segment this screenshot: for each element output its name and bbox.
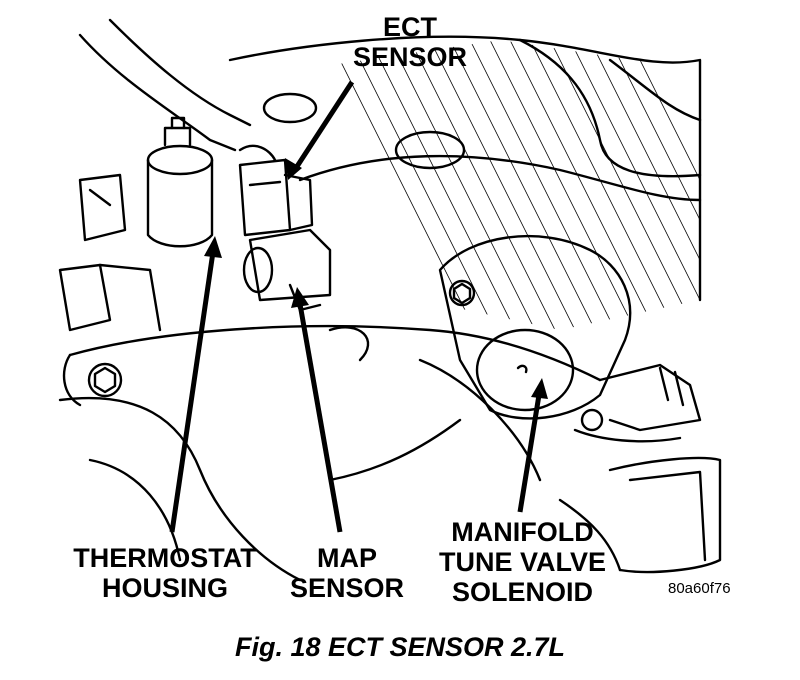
map-sensor-label: MAP SENSOR xyxy=(289,543,405,603)
leader-arrows xyxy=(169,80,548,533)
manifold-tune-valve-solenoid xyxy=(438,234,702,443)
map-leader-line xyxy=(297,303,343,533)
manifold-bore-right xyxy=(394,130,466,170)
manifold-leader-line xyxy=(517,394,542,513)
lower-intake xyxy=(68,324,602,382)
thermostat-housing xyxy=(146,116,214,248)
thermostat-arrowhead xyxy=(204,236,222,258)
manifold-bore-left xyxy=(262,92,318,124)
thermostat-housing-label: THERMOSTAT HOUSING xyxy=(73,543,257,603)
ect-sensor-connector xyxy=(238,144,314,237)
manifold-arrowhead xyxy=(531,378,548,399)
bolt-lower-left xyxy=(87,362,123,398)
ect-arrowhead xyxy=(285,158,302,180)
figure-caption: Fig. 18 ECT SENSOR 2.7L xyxy=(234,632,566,662)
manifold-shading xyxy=(329,40,700,330)
thermostat-leader-line xyxy=(169,251,216,533)
map-arrowhead xyxy=(291,287,309,308)
ect-sensor-label: ECT SENSOR xyxy=(352,12,468,72)
intake-manifold xyxy=(228,35,702,302)
ect-leader-line xyxy=(293,80,355,170)
manifold-tune-valve-solenoid-label: MANIFOLD TUNE VALVE SOLENOID xyxy=(438,517,606,607)
coolant-hose xyxy=(78,33,237,152)
figure-reference-code: 80a60f76 xyxy=(668,580,731,597)
map-sensor-connector xyxy=(242,228,332,312)
